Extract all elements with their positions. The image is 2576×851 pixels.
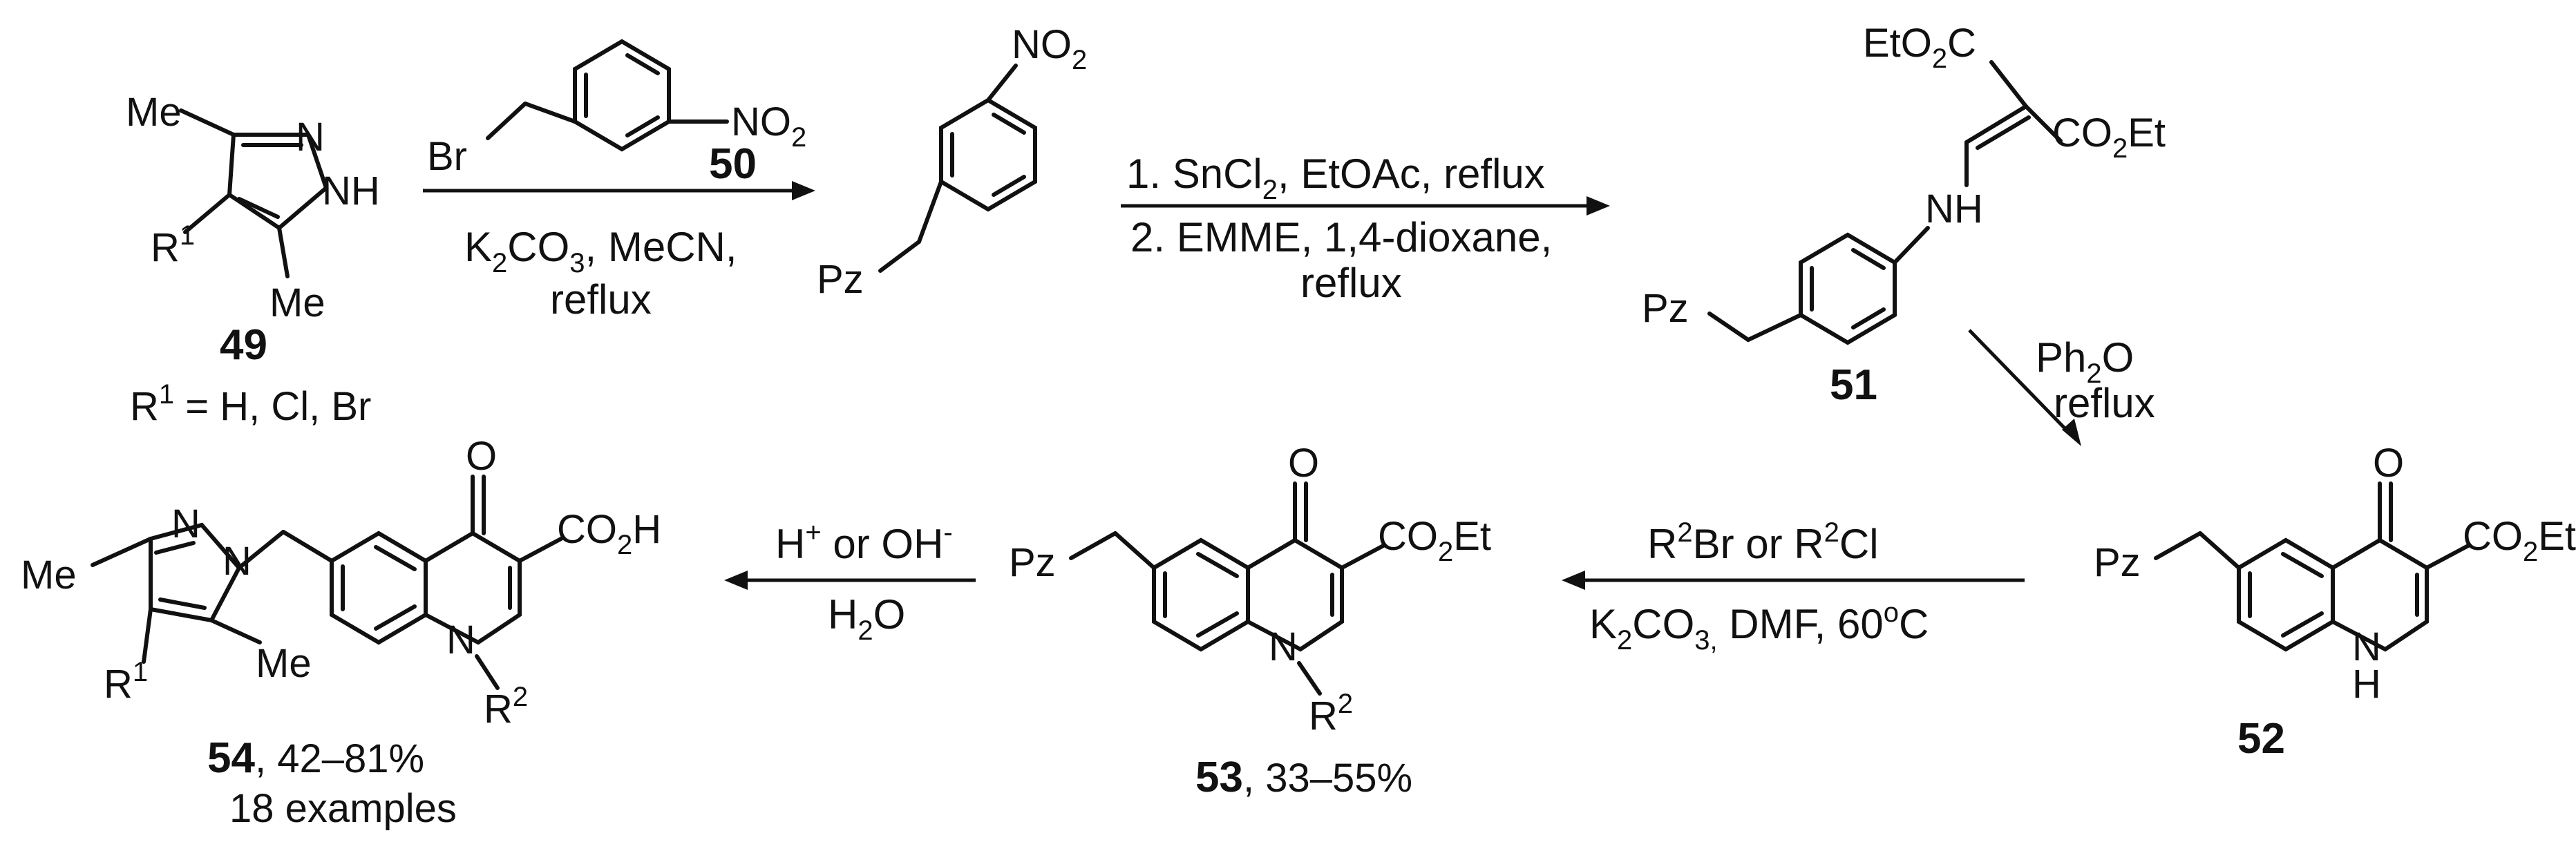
nitrobenzyl-pyrazole: NO2 Pz [817,22,1087,302]
methyl-54b: Me [256,641,312,686]
nitro-group: NO2 [731,99,806,153]
n-label-54b: N [222,539,252,584]
reaction-4-conditions-bottom: K2CO3, DMF, 60oC [1589,597,1929,656]
reaction-5-conditions-bottom: H2O [828,591,905,646]
n-label-52: N [2352,624,2381,669]
reaction-arrow-3: Ph2O reflux [1968,329,2155,446]
reaction-5-conditions-top: H+ or OH- [775,517,953,567]
reaction-arrow-5: H+ or OH- H2O [724,517,976,646]
methyl-top: Me [126,90,182,135]
compound-54-examples: 18 examples [229,786,457,831]
reaction-4-conditions-top: R2Br or R2Cl [1647,517,1879,567]
h-label-52: H [2352,662,2381,707]
nh-label: NH [322,169,380,213]
ketone-o-53: O [1288,441,1319,486]
compound-54-caption: 54, 42–81% [207,734,424,782]
compound-49-r1-note: R1 = H, Cl, Br [130,379,371,429]
compound-50-id: 50 [709,140,757,188]
compound-54: N N Me R1 Me O CO2H N R2 54, 42–81% 18 e… [21,434,661,831]
compound-53: O CO2Et Pz N R2 53, 33–55% [1009,441,1491,801]
ester-53-label: CO2Et [1378,514,1491,567]
r2-label-53: R2 [1309,689,1353,738]
r1-label: R1 [151,220,195,270]
reaction-3-conditions-line2: reflux [2054,380,2155,426]
pz-label-51: Pz [1642,286,1689,331]
reaction-arrow-2: 1. SnCl2, EtOAc, reflux 2. EMME, 1,4-dio… [1121,151,1610,306]
methyl-bottom: Me [269,280,325,325]
ketone-o-54: O [466,434,497,479]
ester-52-label: CO2Et [2463,514,2576,567]
r1-label-54: R1 [104,657,148,707]
pz-label-1: Pz [817,257,864,302]
reaction-arrow-1: K2CO3, MeCN, reflux [423,181,815,323]
compound-50: Br NO2 50 [427,39,806,188]
pz-label-53: Pz [1009,540,1056,585]
n2-label: N [296,115,325,160]
reaction-2-conditions-line3: reflux [1300,260,1402,306]
nh-label-51: NH [1925,187,1983,231]
compound-51: EtO2C CO2Et NH Pz 51 [1642,21,2166,409]
compound-53-caption: 53, 33–55% [1195,754,1412,801]
n-label-54c: N [446,618,475,662]
reaction-3-conditions-line1: Ph2O [2036,334,2134,389]
compound-51-id: 51 [1830,361,1877,409]
ketone-o-52: O [2373,441,2404,486]
reaction-arrow-4: R2Br or R2Cl K2CO3, DMF, 60oC [1562,517,2025,656]
n-label-53: N [1269,624,1298,669]
n-label-54a: N [171,501,200,546]
reaction-1-conditions-line1: K2CO3, MeCN, [464,224,737,278]
reaction-2-conditions-line2: 2. EMME, 1,4-dioxane, [1130,214,1552,260]
compound-49-id: 49 [220,321,267,369]
compound-52-id: 52 [2237,715,2285,763]
ester-2-label: CO2Et [2052,111,2166,164]
methyl-54a: Me [21,553,77,597]
pz-label-52: Pz [2094,540,2141,585]
bromine-label: Br [427,134,467,179]
compound-49: Me N NH R1 Me 49 R1 = H, Cl, Br [126,90,380,429]
r2-label-54: R2 [484,682,528,732]
reaction-1-conditions-line2: reflux [550,276,652,323]
acid-54-label: CO2H [557,507,661,560]
ester-1-label: EtO2C [1863,21,1976,74]
compound-52: O CO2Et Pz N H 52 [2094,441,2576,763]
nitro-group-2: NO2 [1012,22,1087,75]
reaction-2-conditions-line1: 1. SnCl2, EtOAc, reflux [1126,151,1545,205]
